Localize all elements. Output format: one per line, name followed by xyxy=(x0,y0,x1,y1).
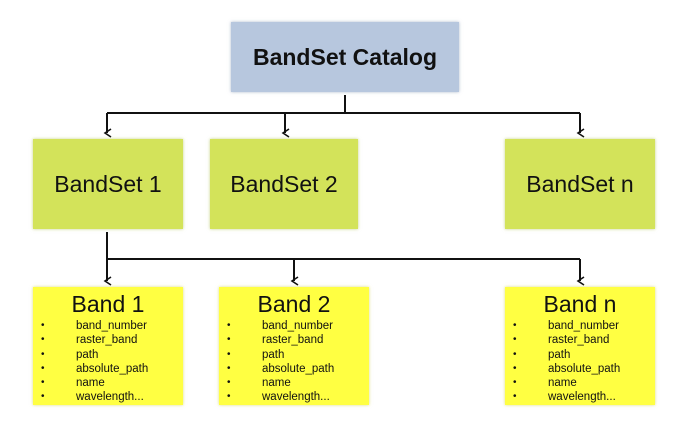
bandset-n-label: BandSet n xyxy=(526,170,634,197)
bullet: • xyxy=(513,334,517,346)
band-n-field-list: •band_number •raster_band •path •absolut… xyxy=(505,319,655,405)
bandset-2-label: BandSet 2 xyxy=(230,170,338,197)
bandset-catalog-label: BandSet Catalog xyxy=(252,43,438,70)
band-field: •band_number xyxy=(513,320,619,332)
band-field: •raster_band xyxy=(227,334,324,347)
band-field: •name xyxy=(227,377,291,390)
band-1-field-list: •band_number •raster_band •path •absolut… xyxy=(33,319,183,405)
bandset-1-label: BandSet 1 xyxy=(54,170,162,197)
bullet: • xyxy=(227,320,231,331)
bullet: • xyxy=(227,377,231,389)
band-field: •wavelength... xyxy=(513,391,616,404)
band-field: •name xyxy=(41,377,105,390)
band-1-title: Band 1 xyxy=(71,291,145,317)
band-field: •absolute_path xyxy=(227,362,335,375)
bullet: • xyxy=(227,348,231,360)
bullet: • xyxy=(513,391,517,403)
bullet: • xyxy=(513,348,517,360)
band-2-box: Band 2 •band_number •raster_band •path •… xyxy=(219,287,369,405)
band-field: •path xyxy=(41,348,99,361)
band-field: •raster_band xyxy=(513,334,610,347)
band-2-field-list: •band_number •raster_band •path •absolut… xyxy=(219,319,369,405)
bandset-n-box: BandSet n xyxy=(505,139,655,229)
band-field: •wavelength... xyxy=(41,391,144,404)
band-2-title: Band 2 xyxy=(257,291,331,317)
band-field: •band_number xyxy=(227,320,333,332)
bullet: • xyxy=(227,334,231,346)
bullet: • xyxy=(41,362,45,374)
bullet: • xyxy=(41,391,45,403)
band-field: •raster_band xyxy=(41,334,138,347)
band-field: •name xyxy=(513,377,577,390)
bullet: • xyxy=(41,377,45,389)
bullet: • xyxy=(41,320,45,331)
bullet: • xyxy=(513,362,517,374)
bullet: • xyxy=(227,391,231,403)
bullet: • xyxy=(513,377,517,389)
bullet: • xyxy=(513,320,517,331)
band-field: •absolute_path xyxy=(513,362,621,375)
band-field: •path xyxy=(227,348,285,361)
bandset-catalog-box: BandSet Catalog xyxy=(231,22,459,92)
band-field: •absolute_path xyxy=(41,362,149,375)
band-field: •band_number xyxy=(41,320,147,332)
bandset-1-box: BandSet 1 xyxy=(33,139,183,229)
band-field: •wavelength... xyxy=(227,391,330,404)
bullet: • xyxy=(227,362,231,374)
bandset-2-box: BandSet 2 xyxy=(210,139,358,229)
bullet: • xyxy=(41,334,45,346)
band-n-box: Band n •band_number •raster_band •path •… xyxy=(505,287,655,405)
bullet: • xyxy=(41,348,45,360)
band-n-title: Band n xyxy=(543,291,617,317)
band-1-box: Band 1 •band_number •raster_band •path •… xyxy=(33,287,183,405)
band-field: •path xyxy=(513,348,571,361)
